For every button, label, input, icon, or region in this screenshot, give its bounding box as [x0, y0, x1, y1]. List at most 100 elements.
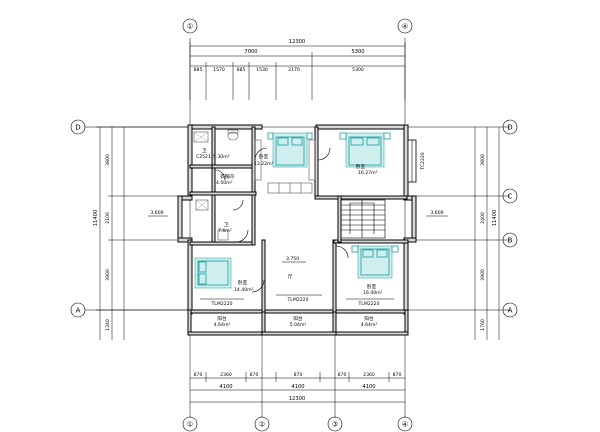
window-bottom-mid: TLM2220	[276, 294, 322, 303]
room-storage: 衣帽间 4.50m²	[216, 173, 234, 186]
svg-text:11400: 11400	[93, 210, 99, 227]
svg-text:4.64m²: 4.64m²	[361, 322, 378, 328]
svg-text:5300: 5300	[351, 49, 364, 55]
door-swings	[214, 147, 349, 293]
svg-text:阳台: 阳台	[217, 315, 227, 322]
axis-bubble-left-a: A	[70, 302, 86, 318]
svg-text:7000: 7000	[244, 49, 257, 55]
axis-grid	[85, 38, 510, 418]
svg-text:4100: 4100	[362, 384, 375, 390]
interior-walls	[189, 126, 409, 313]
svg-text:4.50m²: 4.50m²	[216, 180, 233, 186]
axis-bubble-right-d: D	[502, 119, 518, 135]
axis-bubble-top-4: ④	[397, 18, 413, 34]
svg-text:④: ④	[402, 23, 408, 31]
svg-text:16.40m²: 16.40m²	[363, 290, 383, 296]
exterior-walls	[177, 124, 417, 336]
svg-text:衣帽间: 衣帽间	[220, 173, 234, 180]
svg-text:阳台: 阳台	[293, 315, 303, 322]
dimension-right: 3800 2400 3900 1760 11400 3.600	[426, 127, 500, 340]
svg-text:TC2220: TC2220	[420, 152, 426, 171]
wardrobe-top-left	[267, 182, 313, 194]
room-balcony-right: 阳台 4.64m²	[361, 315, 378, 328]
staircase	[340, 199, 386, 239]
dimension-top: 12300 7000 5300 885 1570 885 1530 2170 5…	[189, 39, 406, 100]
axis-bubble-bottom-1: ①	[182, 416, 198, 432]
svg-text:卧室: 卧室	[356, 163, 366, 170]
bed-bottom-right	[351, 245, 399, 279]
svg-text:2170: 2170	[288, 67, 300, 73]
svg-text:2360: 2360	[363, 372, 375, 378]
svg-text:卧室: 卧室	[238, 279, 248, 286]
svg-text:①: ①	[187, 23, 193, 31]
axis-bubble-top-1: ①	[182, 18, 198, 34]
svg-text:885: 885	[237, 67, 246, 73]
svg-text:3900: 3900	[105, 269, 111, 281]
axis-bubble-left-d: D	[70, 119, 86, 135]
svg-text:13.22m²: 13.22m²	[254, 161, 274, 167]
svg-text:7.6m²: 7.6m²	[218, 228, 232, 234]
svg-text:1760: 1760	[480, 319, 486, 331]
bed-top-right	[339, 132, 391, 168]
room-wc1: 卫 5.30m²	[202, 148, 230, 160]
svg-text:阳台: 阳台	[364, 315, 374, 322]
svg-text:1340: 1340	[105, 319, 111, 331]
svg-text:5.30m²: 5.30m²	[213, 154, 230, 160]
window-right: TC2220	[407, 139, 426, 183]
bath-fixtures-top	[193, 129, 239, 143]
svg-text:5300: 5300	[352, 67, 364, 73]
level-right: 3.600	[430, 210, 443, 216]
svg-text:TLM2220: TLM2220	[357, 301, 379, 307]
svg-text:D: D	[75, 124, 80, 132]
axis-bubble-bottom-4: ④	[397, 416, 413, 432]
svg-text:TLM2220: TLM2220	[286, 297, 308, 303]
svg-text:1570: 1570	[213, 67, 225, 73]
svg-text:870: 870	[250, 372, 259, 378]
svg-text:3900: 3900	[480, 269, 486, 281]
svg-text:2100: 2100	[105, 212, 111, 224]
svg-text:4.64m²: 4.64m²	[214, 322, 231, 328]
svg-text:A: A	[76, 307, 81, 315]
room-hall: 3.750 厅	[282, 256, 306, 280]
dimension-bottom: 870 2360 870 870 870 2360 870 4100 4100 …	[190, 372, 405, 403]
svg-text:3800: 3800	[480, 154, 486, 166]
svg-text:14.40m²: 14.40m²	[234, 287, 254, 293]
svg-text:12300: 12300	[289, 39, 306, 45]
svg-text:②: ②	[259, 421, 265, 429]
axis-bubble-bottom-2: ②	[254, 416, 270, 432]
svg-text:TLM2220: TLM2220	[210, 301, 232, 307]
svg-text:D: D	[507, 124, 512, 132]
svg-text:2400: 2400	[480, 212, 486, 224]
svg-text:C: C	[508, 193, 513, 201]
room-bedroom-bottom-right: 卧室 16.40m²	[363, 283, 383, 296]
axis-bubble-bottom-3: ③	[327, 416, 343, 432]
room-bedroom-top-left: 卧室 13.22m²	[254, 153, 274, 167]
axis-bubble-right-b: B	[502, 232, 518, 248]
svg-text:卫: 卫	[202, 148, 207, 154]
axis-bubble-right-a: A	[502, 302, 518, 318]
svg-text:870: 870	[294, 372, 303, 378]
svg-text:12300: 12300	[289, 396, 306, 402]
svg-text:11400: 11400	[492, 210, 498, 227]
svg-text:卧室: 卧室	[259, 153, 269, 160]
svg-text:B: B	[508, 237, 513, 245]
room-balcony-mid: 阳台 5.04m²	[290, 315, 307, 328]
svg-text:2360: 2360	[220, 372, 232, 378]
svg-text:①: ①	[187, 421, 193, 429]
room-wc2: 卫 7.6m²	[218, 222, 232, 234]
dimension-left: 3800 2100 3900 1340 11400 3.600	[93, 126, 190, 340]
svg-text:4100: 4100	[219, 384, 232, 390]
level-left: 3.600	[150, 210, 163, 216]
svg-text:厅: 厅	[288, 274, 293, 280]
svg-text:④: ④	[402, 421, 408, 429]
svg-text:885: 885	[194, 67, 203, 73]
svg-text:卧室: 卧室	[367, 283, 377, 290]
svg-text:3800: 3800	[105, 154, 111, 166]
axis-bubble-right-c: C	[502, 188, 518, 204]
room-bedroom-bottom-left: 卧室 14.40m²	[234, 279, 254, 293]
svg-text:C2521: C2521	[196, 154, 211, 160]
room-balcony-left: 阳台 4.64m²	[214, 315, 231, 328]
window-left-label: C2521	[196, 154, 211, 160]
bed-top-left	[267, 132, 313, 168]
svg-text:16.27m²: 16.27m²	[358, 170, 378, 176]
